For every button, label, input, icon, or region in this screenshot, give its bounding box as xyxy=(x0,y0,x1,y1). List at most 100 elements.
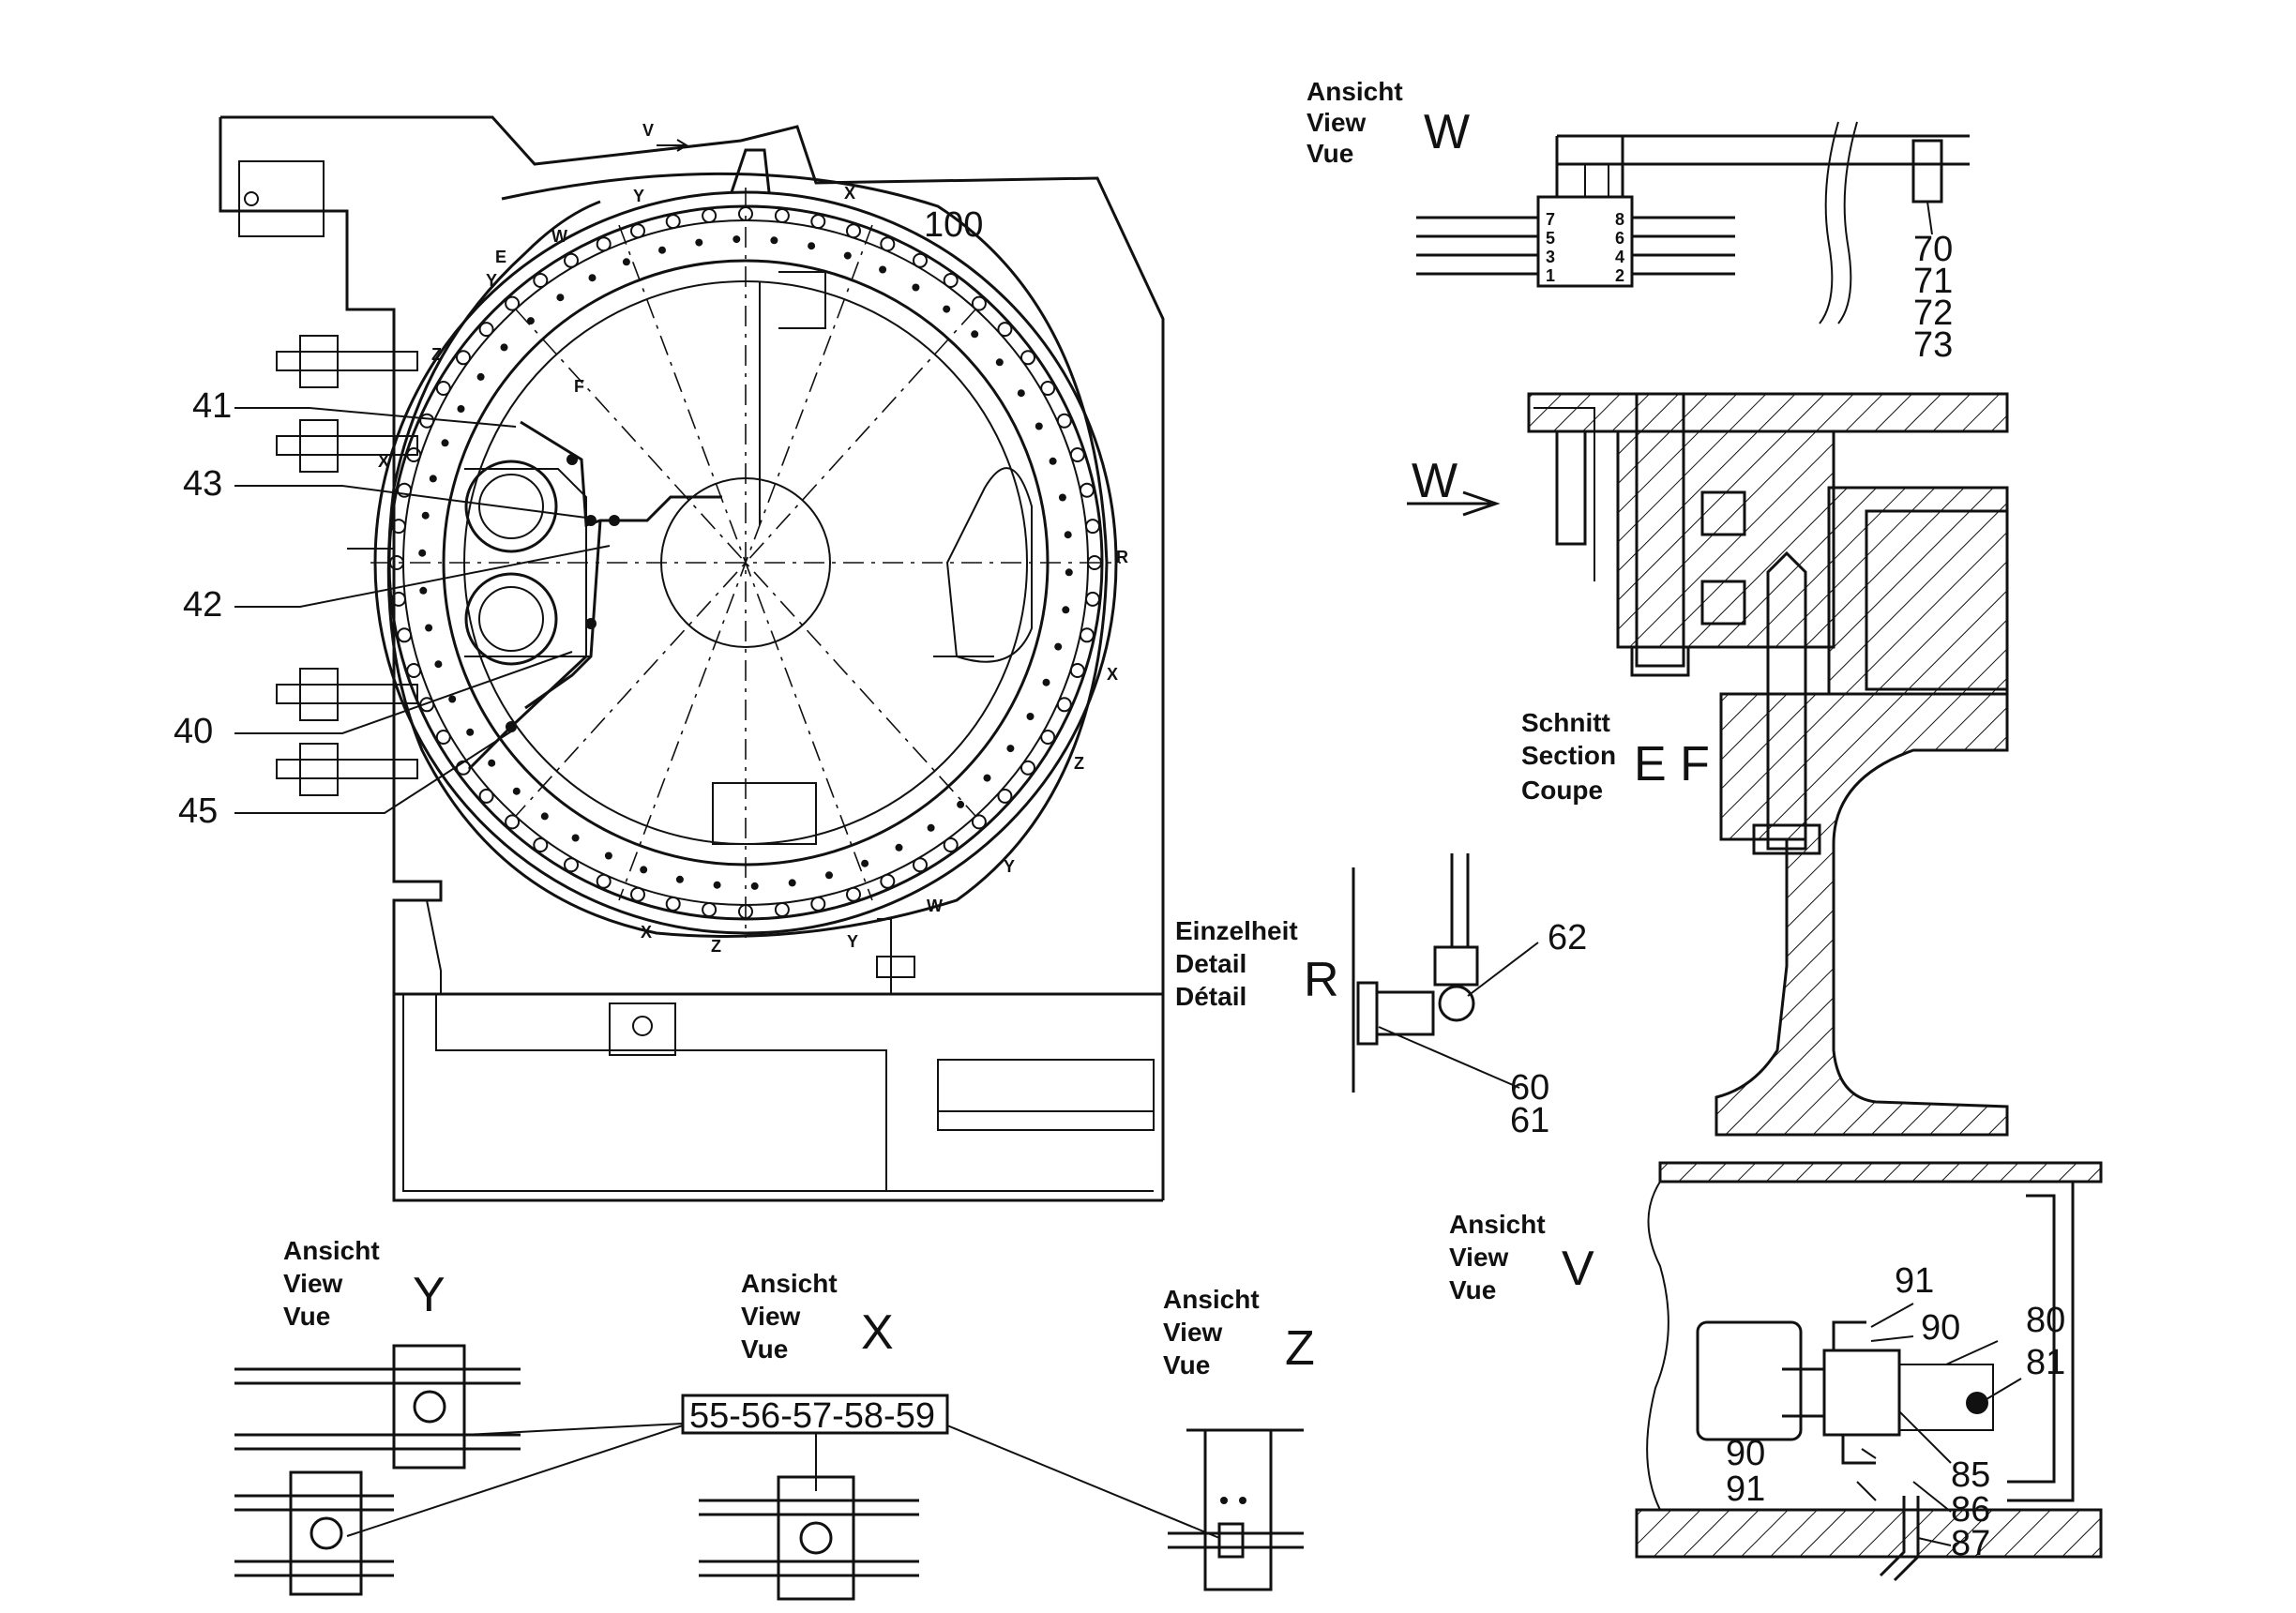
ring-hole xyxy=(1065,568,1073,577)
ring-bolt xyxy=(391,519,406,535)
callout-55-59: 55-56-57-58-59 xyxy=(689,1396,935,1436)
view-y-line2: View xyxy=(283,1269,343,1298)
ring-bolt xyxy=(943,837,959,852)
detail-r-letter: R xyxy=(1304,953,1339,1007)
ring-hole xyxy=(429,475,437,483)
part-number-61: 61 xyxy=(1510,1101,1549,1140)
ring-bolt xyxy=(596,873,612,889)
part-number-100: 100 xyxy=(924,205,983,245)
ring-bolt xyxy=(1069,663,1085,678)
ring-hole xyxy=(957,800,965,808)
ring-bolt xyxy=(1040,381,1056,396)
section-ef: W Schnitt Section Coupe E F xyxy=(1407,392,2009,1137)
ring-bolt xyxy=(435,381,451,396)
ring-bolt xyxy=(702,902,718,917)
ring-bolt xyxy=(478,322,494,338)
ring-bolt xyxy=(971,295,987,311)
ring-hole xyxy=(658,246,666,254)
ring-bolt xyxy=(533,837,549,852)
part-number-73: 73 xyxy=(1913,325,1953,365)
ring-hole xyxy=(750,882,759,890)
ring-bolt xyxy=(1056,413,1072,429)
ring-hole xyxy=(526,317,535,325)
view-w-line2: View xyxy=(1307,108,1367,137)
view-v: Ansicht View Vue V 91 90 80 81 90 85 91 … xyxy=(1449,1161,2103,1582)
ring-bolt xyxy=(419,413,435,429)
ring-bolt xyxy=(971,814,987,830)
ring-bolt xyxy=(478,788,494,804)
part-number-87: 87 xyxy=(1951,1524,1990,1563)
ring-hole xyxy=(695,238,703,247)
view-w-line3: Vue xyxy=(1307,139,1353,168)
part-number-91-top: 91 xyxy=(1895,1261,1934,1301)
mark-x4: X xyxy=(641,923,652,942)
view-w-line1: Ansicht xyxy=(1307,77,1403,106)
digit-2: 2 xyxy=(1615,266,1624,285)
part-number-86: 86 xyxy=(1951,1490,1990,1530)
ring-hole xyxy=(1064,531,1072,539)
mark-f: F xyxy=(574,377,584,396)
ring-bolt xyxy=(943,273,959,288)
ring-bolt xyxy=(456,350,471,366)
view-y-line1: Ansicht xyxy=(283,1236,380,1265)
ring-hole xyxy=(825,871,833,880)
ring-bolt xyxy=(665,214,681,230)
block-digits: 7 5 3 1 8 6 4 2 xyxy=(1546,210,1624,285)
ring-bolt xyxy=(702,208,718,223)
ring-bolt xyxy=(997,788,1013,804)
ring-hole xyxy=(1058,493,1066,502)
ring-hole xyxy=(500,343,508,352)
ring-hole xyxy=(622,258,630,266)
part-number-42: 42 xyxy=(183,585,222,625)
mark-x2: X xyxy=(378,452,389,471)
ring-bolt xyxy=(1085,519,1100,535)
digit-6: 6 xyxy=(1615,229,1624,248)
ring-hole xyxy=(943,305,951,313)
part-number-81: 81 xyxy=(2026,1343,2065,1382)
view-z-line1: Ansicht xyxy=(1163,1285,1260,1314)
ring-bolt xyxy=(630,886,645,902)
view-y-line3: Vue xyxy=(283,1302,330,1331)
ring-bolt xyxy=(505,814,521,830)
ring-bolt xyxy=(913,857,928,873)
ring-bolt xyxy=(406,663,422,678)
ring-hole xyxy=(912,283,920,292)
part-number-41: 41 xyxy=(192,386,232,426)
ring-hole xyxy=(788,879,796,887)
ring-bolt xyxy=(630,223,645,239)
ring-hole xyxy=(604,852,612,860)
ring-hole xyxy=(675,875,684,883)
inner-bolt-circle xyxy=(418,235,1073,890)
mark-w1: W xyxy=(551,227,567,246)
digit-3: 3 xyxy=(1546,248,1555,266)
mark-z1: Z xyxy=(431,345,442,364)
ring-hole xyxy=(895,843,903,852)
part-number-85: 85 xyxy=(1951,1455,1990,1495)
slewing-ring xyxy=(370,188,1121,938)
lubrication-lines xyxy=(386,148,1109,938)
detail-r-line1: Einzelheit xyxy=(1175,916,1298,945)
ring-hole xyxy=(983,774,991,782)
ring-bolt xyxy=(1020,350,1035,366)
ring-hole xyxy=(640,866,648,874)
detail-r: Einzelheit Detail Détail R 62 60 61 xyxy=(1175,853,1587,1140)
ring-bolt xyxy=(880,873,896,889)
part-number-80: 80 xyxy=(2026,1301,2065,1340)
ring-hole xyxy=(1017,389,1025,398)
digit-4: 4 xyxy=(1615,248,1624,266)
ring-bolt xyxy=(505,295,521,311)
ring-bolt xyxy=(564,857,579,873)
view-z-line3: Vue xyxy=(1163,1350,1210,1379)
mark-y3: Y xyxy=(1004,857,1015,876)
ring-hole xyxy=(441,439,449,447)
ring-bolt xyxy=(913,252,928,268)
view-z-line2: View xyxy=(1163,1318,1223,1347)
part-number-91-bottom: 91 xyxy=(1726,1470,1765,1509)
ring-hole xyxy=(488,759,496,767)
ring-bolt xyxy=(435,730,451,745)
ring-hole xyxy=(457,405,465,413)
ring-bolt xyxy=(997,322,1013,338)
ring-bolt xyxy=(846,223,861,239)
ring-bolt xyxy=(665,896,681,912)
